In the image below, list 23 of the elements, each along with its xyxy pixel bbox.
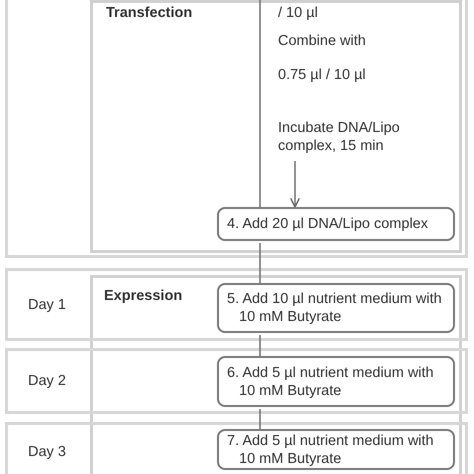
protocol-note: / 10 µl: [278, 4, 318, 22]
arrow: [290, 161, 300, 208]
day-label: Day 3: [28, 444, 66, 460]
stage-title: Expression: [104, 287, 182, 305]
stage-panel: [90, 0, 462, 253]
connector-line: [259, 0, 261, 207]
step-box: 5. Add 10 µl nutrient medium with 10 mM Butyrate: [217, 283, 455, 333]
day-label: Day 2: [28, 373, 66, 389]
day-band: [5, 348, 468, 414]
step-box: 4. Add 20 µl DNA/Lipo complex: [217, 207, 455, 241]
connector-line: [259, 243, 261, 283]
day-band: [5, 422, 468, 474]
protocol-note: Combine with: [278, 32, 366, 50]
protocol-note: Incubate DNA/Lipo complex, 15 min: [278, 119, 448, 159]
step-box: 7. Add 5 µl nutrient medium with 10 mM Butyrate: [217, 429, 455, 470]
day-band: [5, 268, 468, 341]
connector-line: [259, 409, 261, 429]
stage-title: Transfection: [106, 5, 192, 21]
connector-line: [259, 335, 261, 356]
day-band: [5, 0, 468, 258]
protocol-note: 0.75 µl / 10 µl: [278, 66, 366, 84]
day-label: Day 1: [28, 296, 66, 312]
step-box: 6. Add 5 µl nutrient medium with 10 mM Butyrate: [217, 356, 455, 407]
